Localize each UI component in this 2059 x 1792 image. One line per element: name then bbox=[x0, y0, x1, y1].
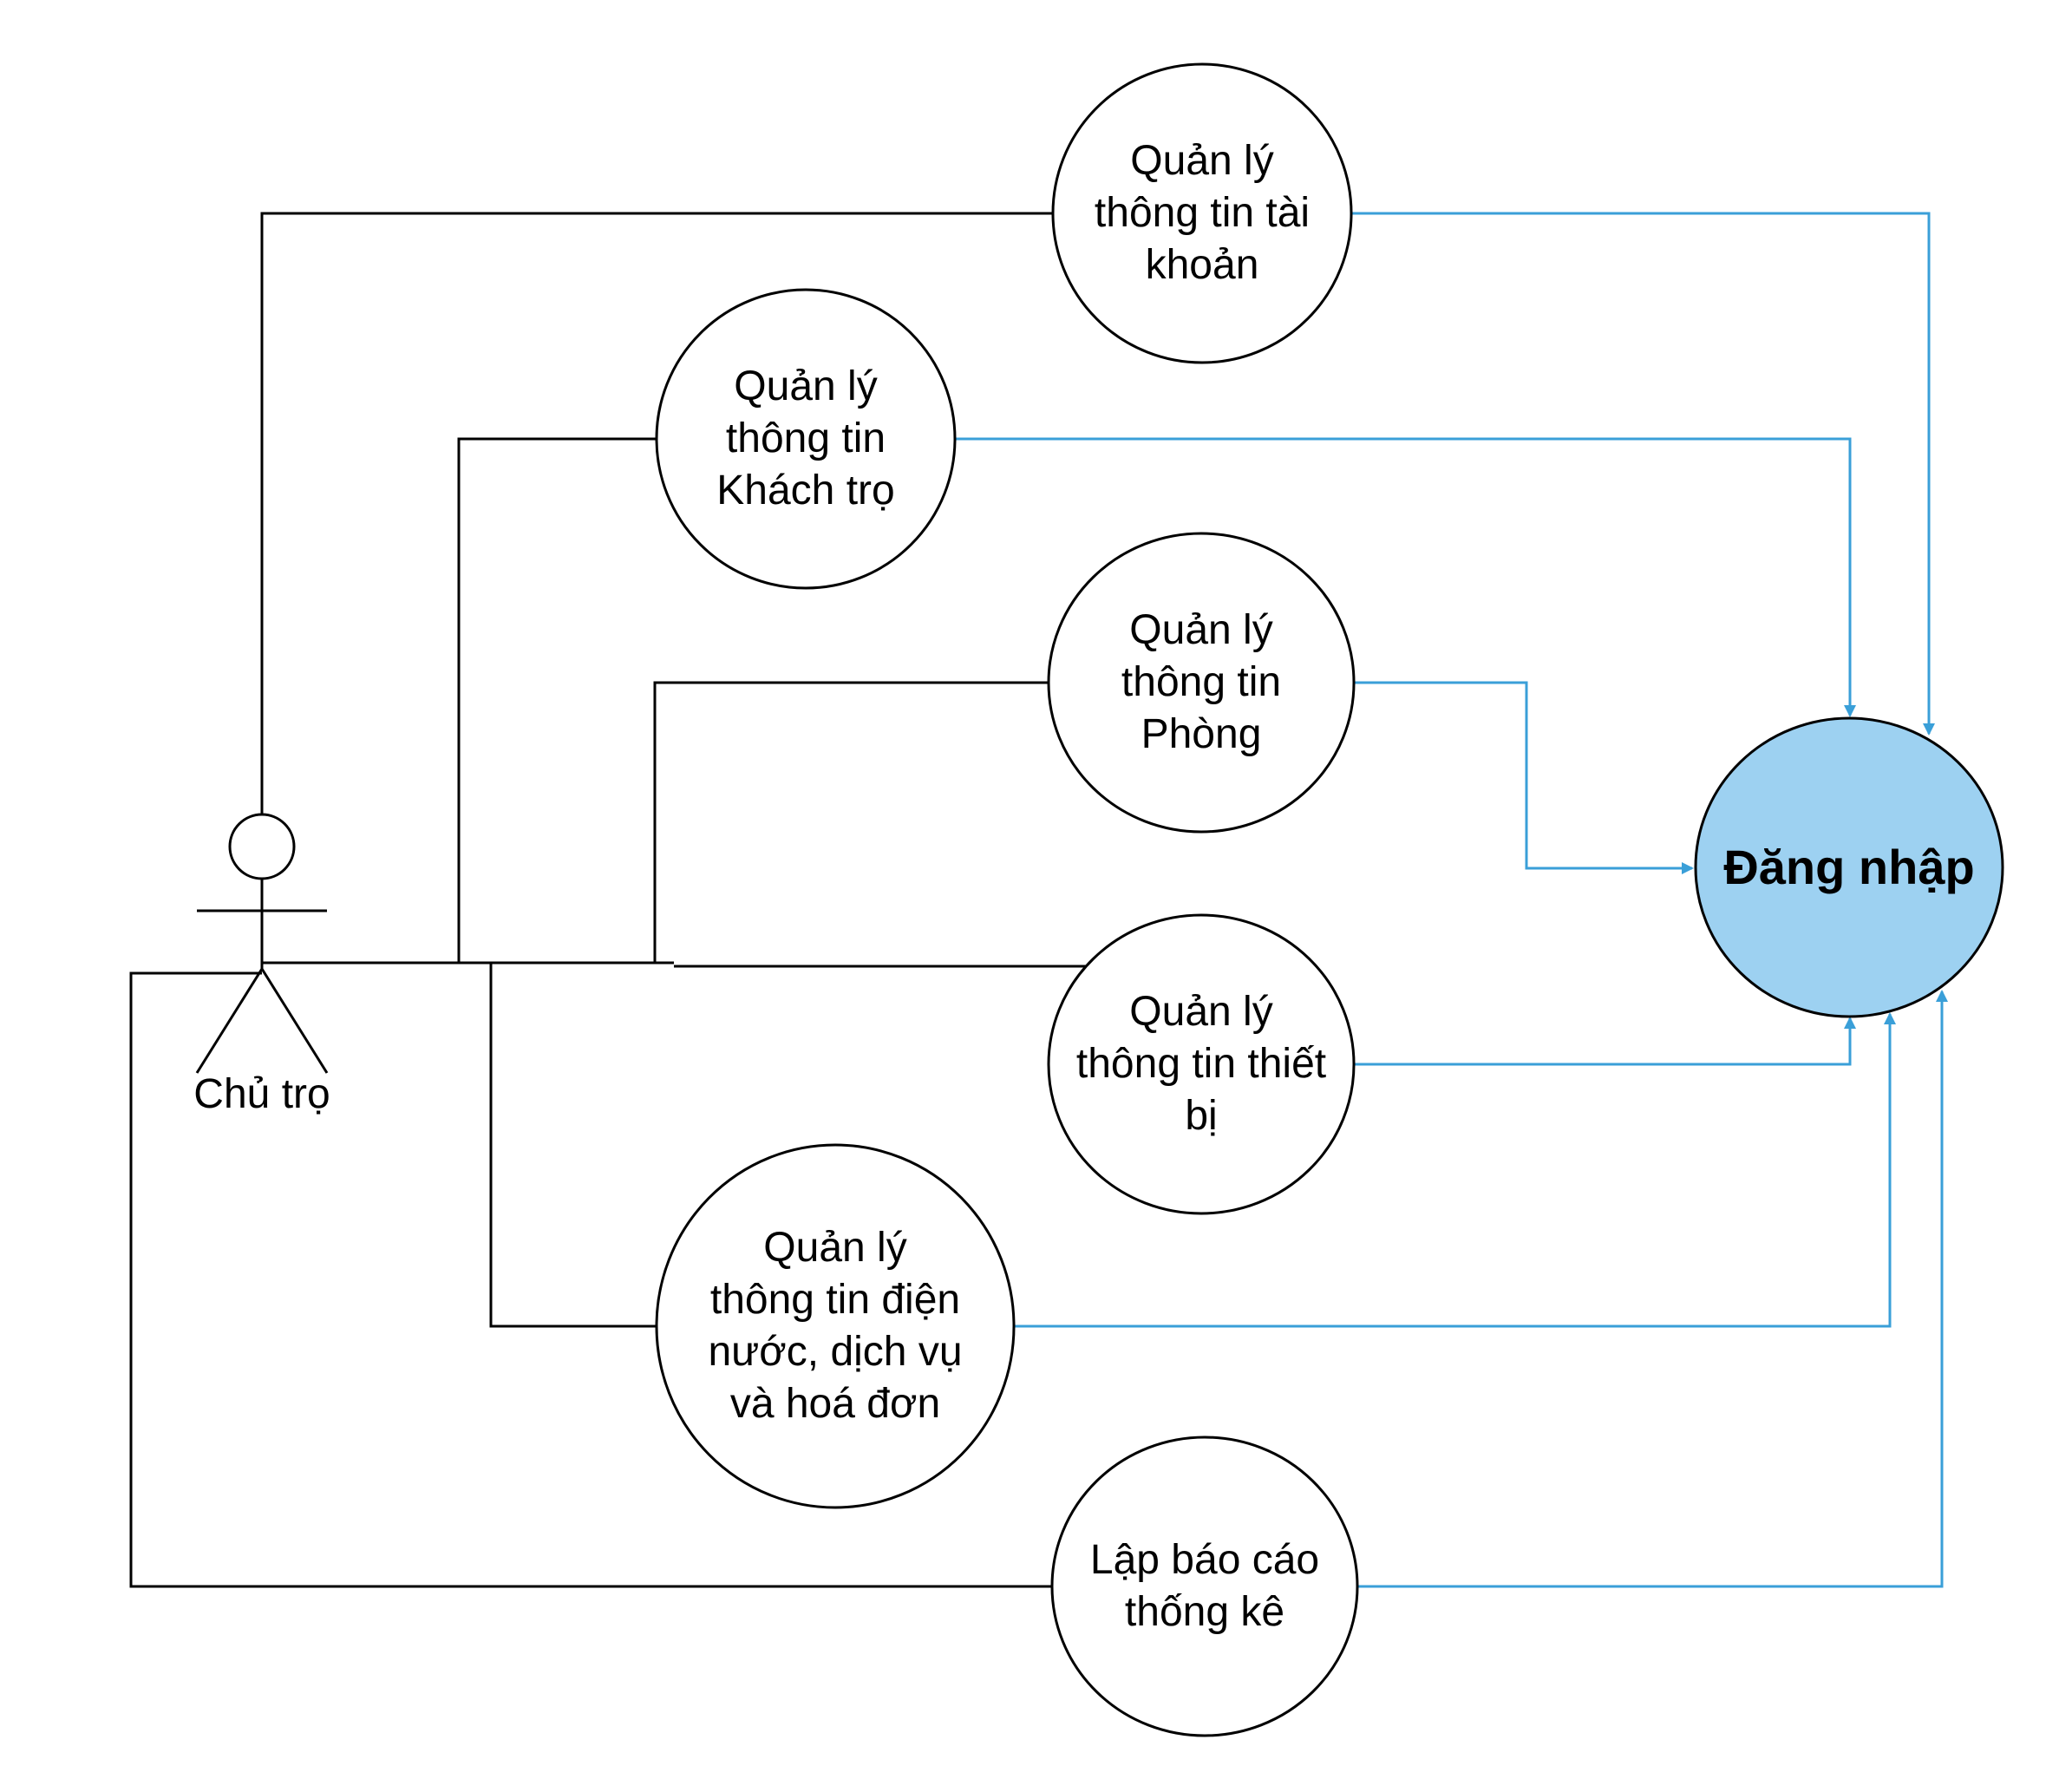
actor-label: Chủ trọ bbox=[193, 1071, 330, 1117]
assoc-room bbox=[653, 681, 1049, 963]
actor-left-leg bbox=[195, 968, 264, 1074]
actor-head bbox=[228, 813, 296, 880]
usecase-utility-shape[interactable] bbox=[655, 1143, 1016, 1509]
arrow-utility-login bbox=[1014, 1012, 1896, 1328]
actor-right-leg bbox=[260, 968, 329, 1074]
usecase-login-shape[interactable] bbox=[1694, 716, 2004, 1018]
assoc-utility bbox=[489, 963, 657, 1328]
usecase-account-label: Quản lý thông tin tài khoản bbox=[1094, 138, 1311, 288]
usecase-tenant-shape[interactable] bbox=[655, 288, 957, 590]
usecase-login-label: Đăng nhập bbox=[1723, 840, 1975, 894]
arrow-account-login bbox=[1352, 212, 1935, 736]
actor-chu-tro[interactable] bbox=[195, 813, 329, 1074]
usecase-room-shape[interactable] bbox=[1047, 532, 1356, 834]
assoc-tenant bbox=[457, 437, 657, 963]
arrow-device-login bbox=[1354, 1017, 1856, 1066]
usecase-device-shape[interactable] bbox=[1047, 913, 1356, 1215]
usecase-device-label: Quản lý thông tin thiết bị bbox=[1075, 989, 1327, 1139]
assoc-account bbox=[260, 212, 1052, 814]
include-arrows bbox=[955, 212, 1948, 1588]
arrow-report-login bbox=[1357, 990, 1948, 1588]
usecase-room-label: Quản lý thông tin Phòng bbox=[1121, 607, 1282, 757]
usecase-shapes bbox=[655, 62, 2004, 1737]
association-lines bbox=[129, 212, 1086, 1588]
arrow-room-login bbox=[1354, 681, 1694, 874]
assoc-report bbox=[129, 971, 1052, 1588]
usecase-report-label: Lập báo cáo thống kê bbox=[1089, 1537, 1320, 1635]
usecase-report-shape[interactable] bbox=[1050, 1436, 1359, 1737]
usecase-utility-label: Quản lý thông tin điện nước, dịch vụ và … bbox=[708, 1225, 963, 1427]
usecase-tenant-label: Quản lý thông tin Khách trọ bbox=[716, 363, 895, 513]
usecase-account-shape[interactable] bbox=[1051, 62, 1353, 364]
arrow-tenant-login bbox=[955, 437, 1856, 717]
